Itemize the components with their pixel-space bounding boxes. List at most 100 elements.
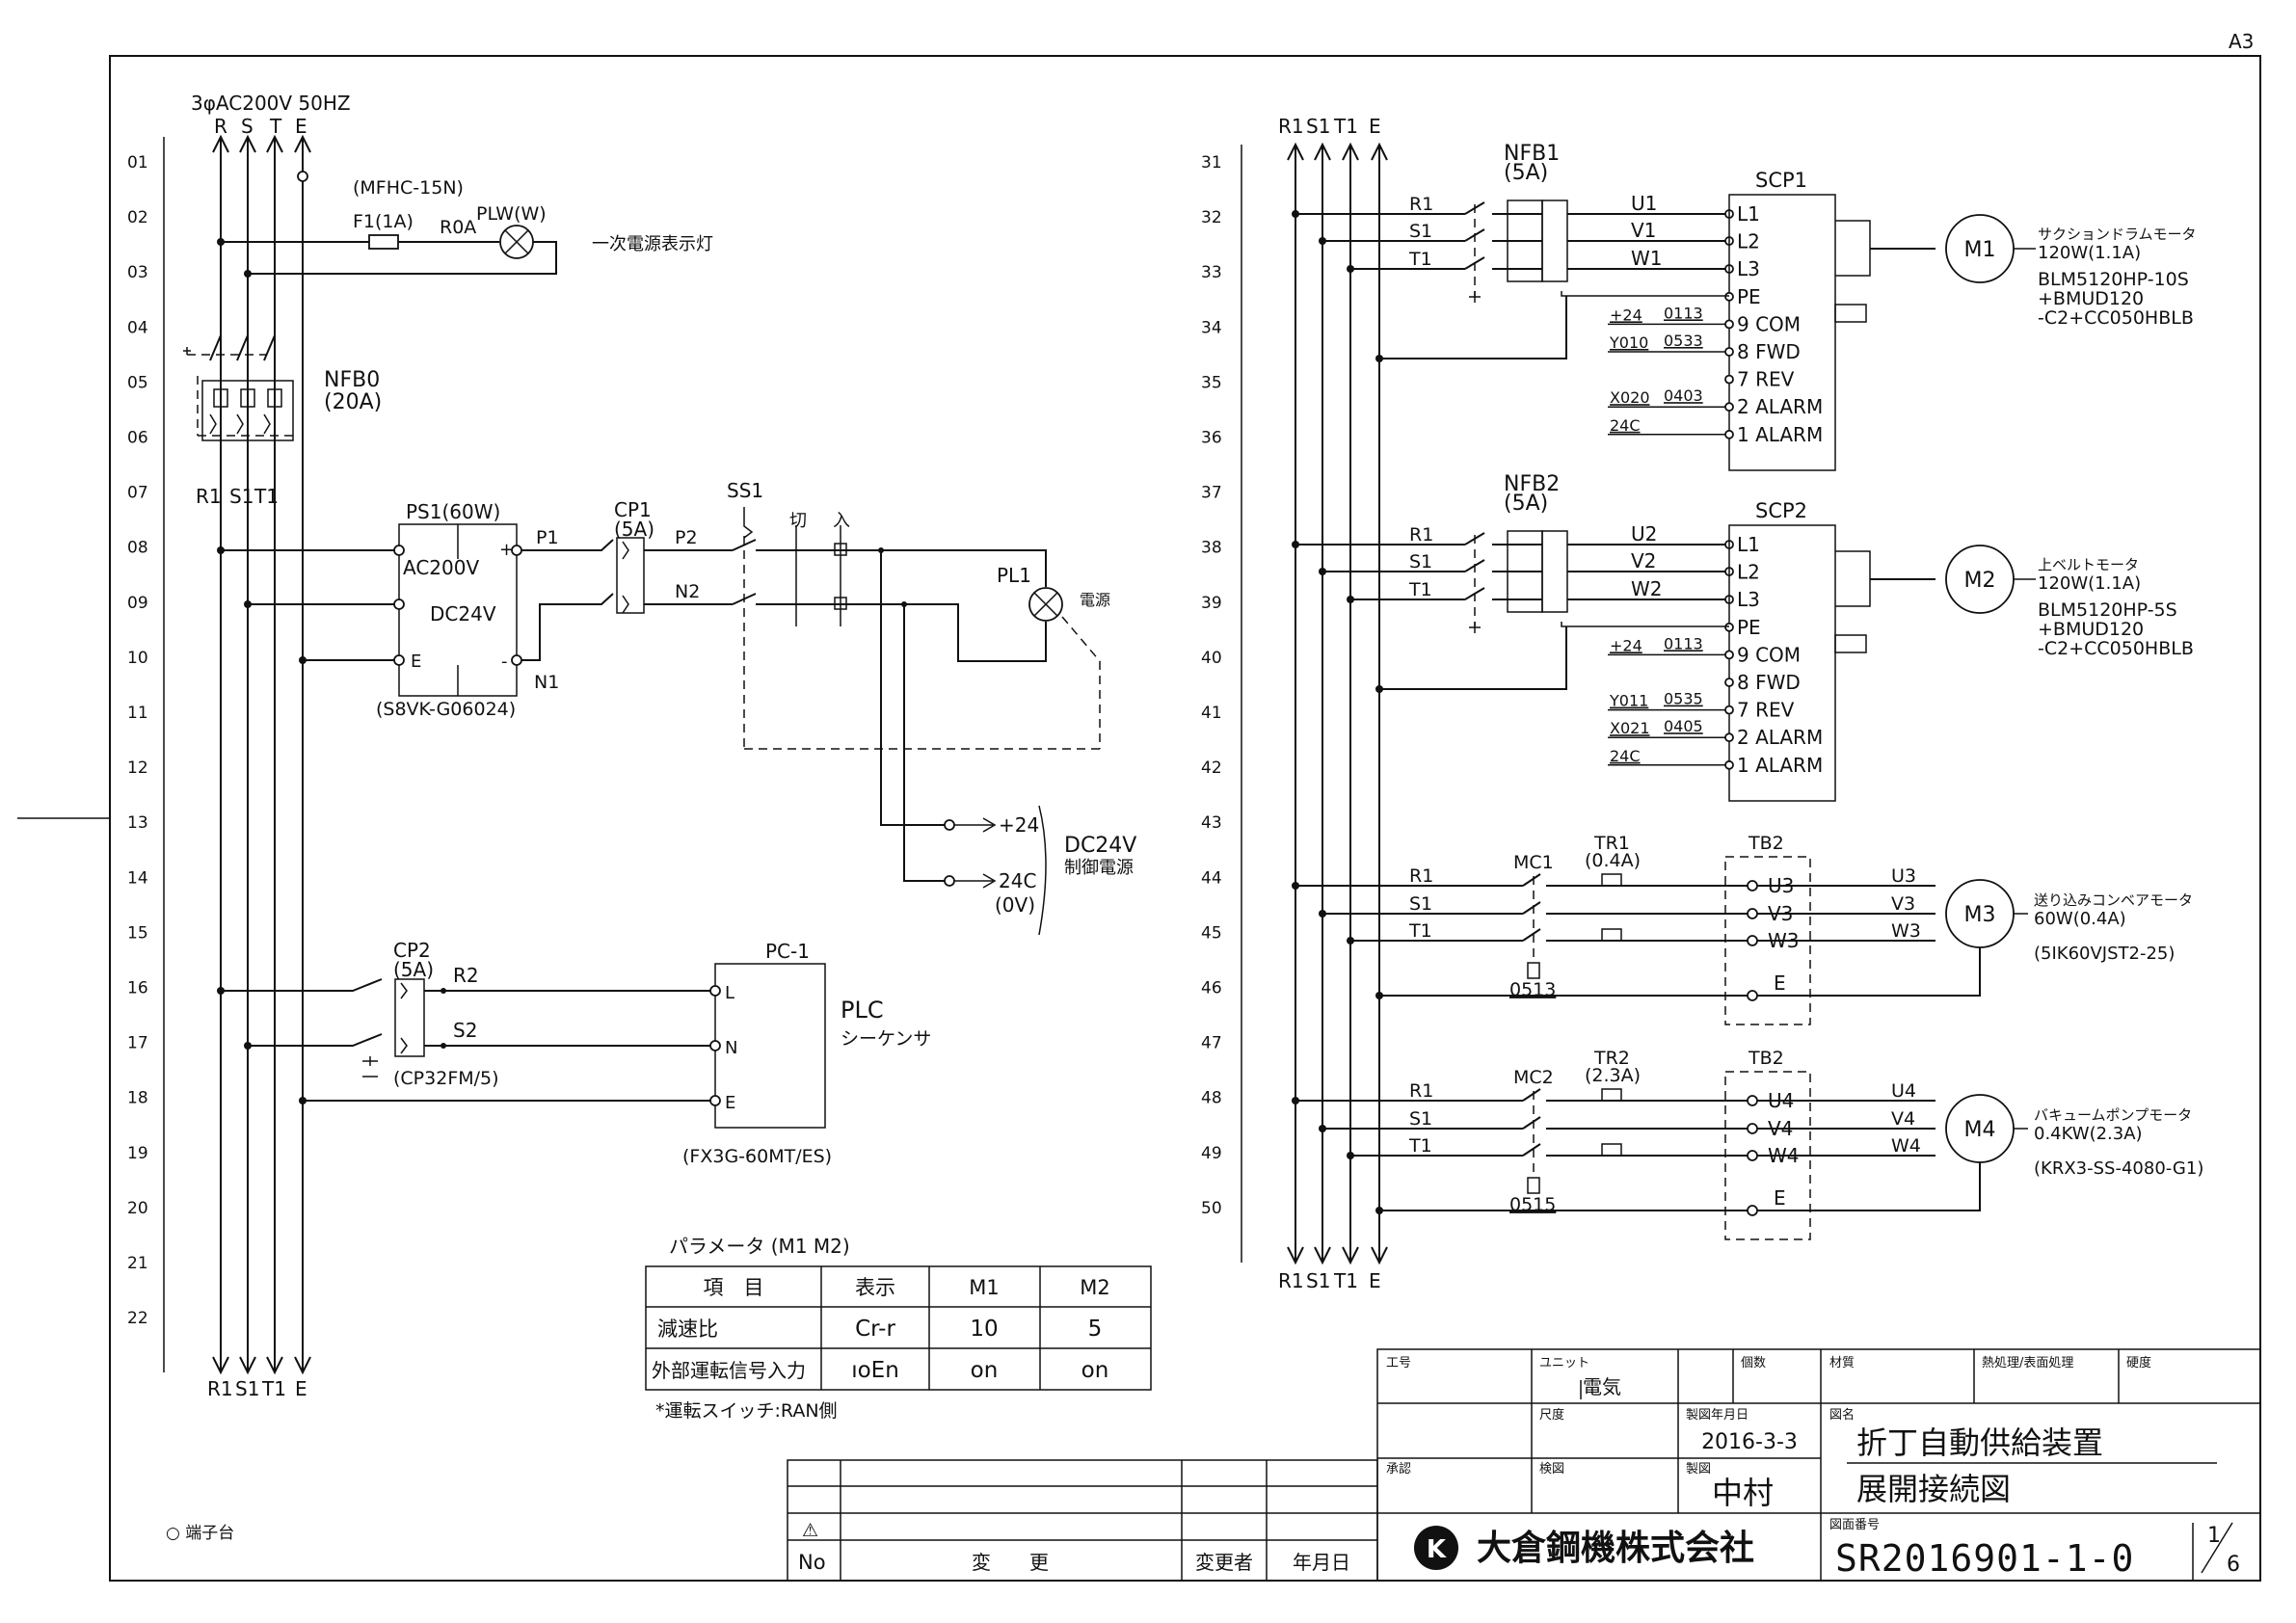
mfhc-label: (MFHC-15N) — [353, 177, 464, 199]
tb-drafter-value: 中村 — [1712, 1475, 1774, 1511]
terminal — [1747, 1150, 1758, 1161]
ps1-dc: DC24V — [430, 602, 496, 625]
terminal-label: U3 — [1768, 874, 1794, 897]
phase-label: R1 — [1409, 865, 1433, 887]
bus-top-t: T — [269, 115, 282, 138]
row-number: 01 — [127, 153, 148, 173]
motor-desc: -C2+CC050HBLB — [2038, 638, 2194, 659]
contactor-contact — [1522, 1143, 1541, 1157]
contactor-label: MC2 — [1513, 1067, 1554, 1088]
row-number: 06 — [127, 429, 148, 448]
breaker-body — [1541, 200, 1568, 282]
24c-label: 24C — [999, 869, 1036, 892]
output-label: U1 — [1631, 192, 1657, 215]
terminal-label: W3 — [1768, 929, 1800, 952]
signal-name: 24C — [1610, 416, 1641, 435]
row-number: 41 — [1201, 704, 1222, 723]
param-h0: 項 目 — [704, 1276, 764, 1299]
terminal-label: V3 — [1768, 902, 1793, 925]
scp2-box — [1728, 524, 1836, 802]
row-number: 08 — [127, 539, 148, 558]
phase-label: S1 — [1409, 893, 1432, 915]
row-number: 32 — [1201, 208, 1222, 227]
param-h1: 表示 — [855, 1276, 895, 1299]
tb-material-label: 材質 — [1829, 1356, 1855, 1370]
terminal — [1724, 291, 1734, 302]
param-r0c3: 5 — [1088, 1317, 1103, 1342]
tb-number-value: SR2016901-1-0 — [1835, 1537, 2134, 1580]
ps1-e: E — [411, 652, 421, 672]
tb-koban-label: 工号 — [1386, 1356, 1411, 1370]
bus-label-s1: S1 — [229, 485, 254, 508]
company-logo-mark: K — [1427, 1535, 1447, 1564]
signal-name: X021 — [1610, 719, 1650, 737]
terminal-label: U4 — [1768, 1089, 1794, 1112]
motor-wire — [1835, 220, 1871, 277]
row-number: 39 — [1201, 594, 1222, 613]
row-number: 40 — [1201, 649, 1222, 668]
thermal-relay — [1601, 1143, 1622, 1156]
signal-addr: 0113 — [1664, 304, 1703, 322]
row-numbers-left: 0102030405060708091011121314151617181920… — [127, 153, 148, 1328]
r0a-label: R0A — [440, 217, 476, 238]
row-number: 31 — [1201, 153, 1222, 173]
pe-wire — [1561, 291, 1729, 297]
pc1-label: PC-1 — [765, 940, 810, 963]
ps1-model: (S8VK-G06024) — [376, 699, 516, 720]
ps1-power-supply: PS1(60W) AC200V DC24V E + - (S8VK-G06024… — [217, 500, 578, 720]
ps1-plus: + — [499, 540, 514, 560]
terminal — [1724, 622, 1734, 632]
breaker-body — [1541, 530, 1568, 613]
row-number: 45 — [1201, 923, 1222, 943]
param-h2: M1 — [969, 1276, 999, 1299]
rbus-bottom-e: E — [1369, 1269, 1381, 1292]
breaker-trip — [1469, 622, 1481, 633]
signal-name: +24 — [1610, 636, 1642, 654]
wire-label: W4 — [1891, 1135, 1921, 1157]
phase-label: S1 — [1409, 1108, 1432, 1130]
earth-wire — [1757, 947, 1981, 997]
motor-desc: +BMUD120 — [2038, 288, 2144, 309]
row-number: 46 — [1201, 979, 1222, 998]
cp2-rating: (5A) — [393, 958, 434, 981]
switch-off-label: 切 — [789, 511, 807, 531]
row-number: 48 — [1201, 1089, 1222, 1108]
thermal-relay-rating: (0.4A) — [1585, 850, 1641, 871]
scp1-label: SCP1 — [1755, 169, 1807, 192]
pe-block — [1834, 634, 1867, 653]
param-r1c3: on — [1081, 1358, 1109, 1383]
wire-label: V3 — [1891, 893, 1915, 915]
bus-bottom-s1: S1 — [235, 1377, 259, 1400]
thermal-relay-label: TR2 — [1593, 1048, 1630, 1069]
output-label: W1 — [1631, 247, 1663, 270]
param-title: パラメータ (M1 M2) — [669, 1235, 850, 1258]
terminal-label: E — [1774, 1186, 1786, 1210]
rev-changer: 変更者 — [1195, 1551, 1253, 1574]
bus-top-r: R — [214, 115, 227, 138]
thermal-relay — [1601, 928, 1622, 941]
contactor-contact — [1522, 901, 1541, 915]
tb-drawing-name-label: 図名 — [1829, 1407, 1855, 1423]
terminal — [1747, 935, 1758, 946]
row-number: 35 — [1201, 373, 1222, 392]
row-number: 13 — [127, 813, 148, 833]
param-r1c2: on — [971, 1358, 999, 1383]
tb-sheet-num: 1 — [2207, 1524, 2221, 1548]
nfb0-label: NFB0 — [324, 368, 380, 392]
motor-desc: (KRX3-SS-4080-G1) — [2034, 1158, 2203, 1179]
terminal — [1724, 705, 1734, 715]
row-number: 10 — [127, 649, 148, 668]
contactor-contact — [1522, 1116, 1541, 1130]
breaker-trip — [1469, 291, 1481, 303]
scp-terminal: L3 — [1737, 257, 1760, 280]
terminal — [1724, 678, 1734, 687]
terminal — [1724, 650, 1734, 660]
scp-terminal: 7 REV — [1737, 368, 1795, 391]
scp2-label: SCP2 — [1755, 499, 1807, 522]
dc24v-desc: 制御電源 — [1064, 858, 1134, 878]
row-number: 16 — [127, 979, 148, 998]
row-number: 02 — [127, 208, 148, 227]
